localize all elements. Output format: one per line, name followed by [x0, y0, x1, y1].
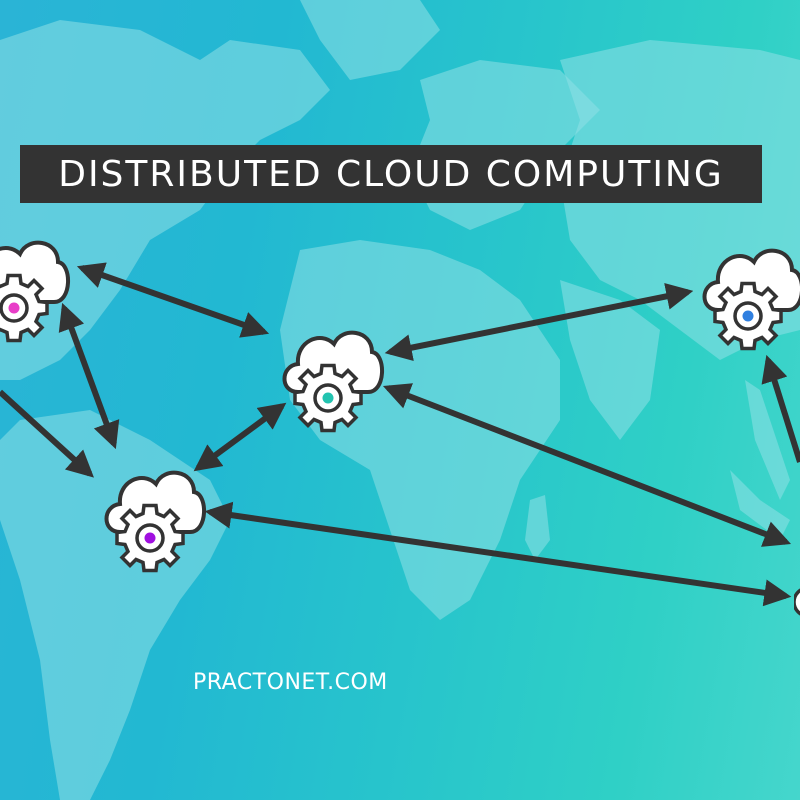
watermark-text: PRACTONET.COM: [193, 670, 388, 695]
arrow-na-sa: [58, 302, 120, 450]
title-banner: DISTRIBUTED CLOUD COMPUTING: [20, 145, 762, 203]
gear-center-dot: [322, 392, 334, 404]
cloud-node-oceania: [794, 588, 800, 616]
cloud-node-asia: [702, 248, 800, 351]
gear-icon: [293, 363, 363, 433]
gear-center-dot: [144, 532, 156, 544]
cloud-node-south-america: [104, 470, 207, 573]
arrow-oceania-asia: [761, 354, 800, 463]
gear-icon: [0, 273, 49, 343]
arrow-africa-asia: [384, 283, 694, 361]
gear-icon: [713, 281, 783, 351]
arrow-africa-oceania: [382, 383, 792, 547]
arrow-na-africa: [76, 262, 270, 338]
arrow-west-sa: [0, 389, 94, 478]
gear-icon: [794, 588, 800, 616]
arrow-sa-oceania: [204, 501, 792, 607]
gear-center-dot: [8, 302, 20, 314]
diagram-title: DISTRIBUTED CLOUD COMPUTING: [58, 153, 724, 195]
cloud-node-africa: [282, 330, 385, 433]
cloud-node-north-america: [0, 240, 71, 343]
gear-center-dot: [742, 310, 754, 322]
gear-icon: [115, 503, 185, 573]
arrow-africa-sa: [193, 402, 287, 472]
